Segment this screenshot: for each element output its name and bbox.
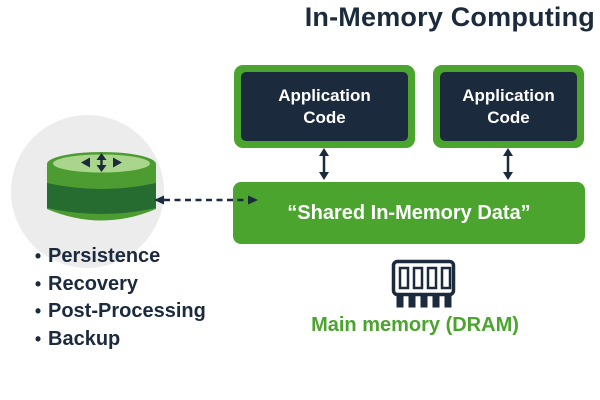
list-item-label: Recovery	[48, 272, 139, 295]
page-title: In-Memory Computing	[304, 2, 595, 32]
application-code-box-1-inner: Application Code	[241, 72, 408, 141]
double-arrow-vertical-icon	[319, 148, 329, 180]
main-memory-label: Main memory (DRAM)	[311, 314, 519, 336]
list-item: • Backup	[28, 326, 206, 354]
application-code-box-2: Application Code	[433, 65, 584, 148]
database-cylinder-icon	[47, 152, 156, 221]
application-code-label: Application Code	[278, 86, 371, 127]
application-code-box-1: Application Code	[234, 65, 415, 148]
shared-in-memory-data-bar: “Shared In-Memory Data”	[233, 182, 585, 244]
shared-bar-label: “Shared In-Memory Data”	[287, 201, 531, 224]
application-code-label: Application Code	[462, 86, 555, 127]
bullet-icon: •	[34, 301, 42, 322]
bullet-icon: •	[34, 328, 42, 349]
list-item-label: Backup	[48, 327, 121, 350]
list-item-label: Post-Processing	[48, 300, 206, 323]
double-arrow-dashed-icon	[154, 195, 258, 205]
list-item: • Post-Processing	[28, 298, 206, 326]
ram-dimm-icon	[391, 259, 456, 308]
list-item-label: Persistence	[48, 245, 161, 268]
application-code-box-2-inner: Application Code	[440, 72, 577, 141]
list-item: • Persistence	[28, 243, 206, 271]
move-arrows-icon	[81, 153, 122, 172]
bullet-icon: •	[34, 246, 42, 267]
database-feature-list: • Persistence • Recovery • Post-Processi…	[28, 243, 206, 353]
list-item: • Recovery	[28, 271, 206, 299]
bullet-icon: •	[34, 273, 42, 294]
double-arrow-vertical-icon	[503, 148, 513, 180]
